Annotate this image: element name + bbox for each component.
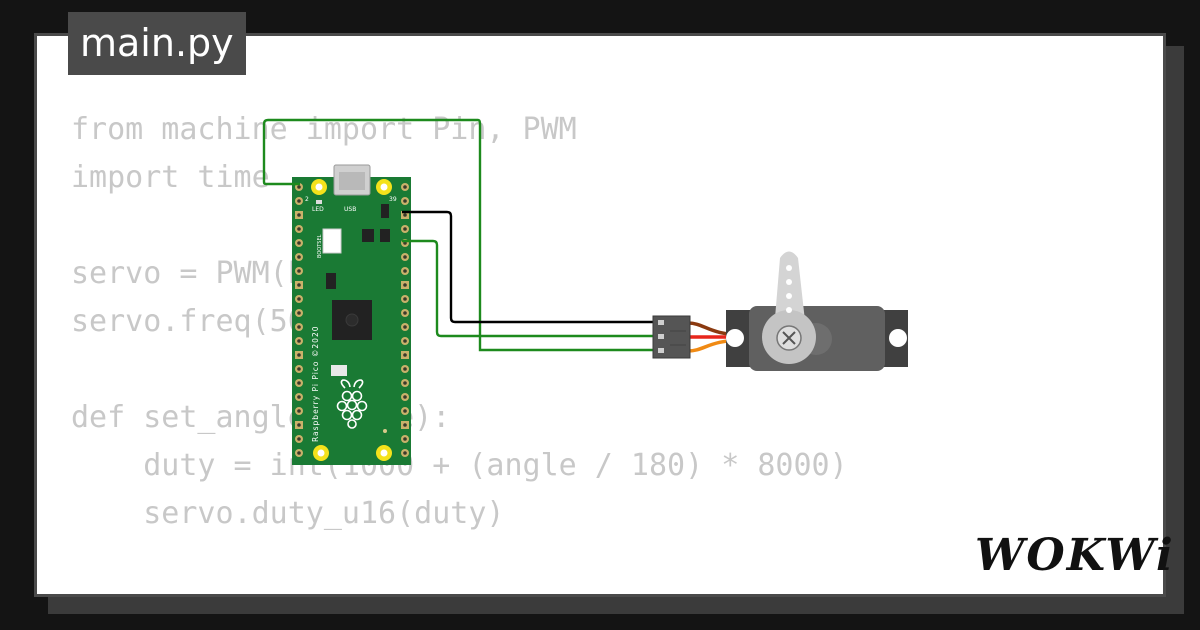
header-pin-hole bbox=[297, 311, 301, 315]
header-pin-hole bbox=[403, 227, 407, 231]
code-line-9: servo.duty_u16(duty) bbox=[71, 496, 505, 531]
code-line-1: from machine import Pin, PWM bbox=[71, 112, 577, 147]
header-pin-hole bbox=[403, 311, 407, 315]
header-pin-hole bbox=[297, 437, 301, 441]
header-pin-hole bbox=[297, 339, 301, 343]
header-pin-hole bbox=[403, 367, 407, 371]
header-pin-hole bbox=[297, 423, 301, 427]
header-pin-hole bbox=[297, 255, 301, 259]
header-pin-hole bbox=[297, 325, 301, 329]
servo-motor[interactable] bbox=[652, 251, 908, 372]
header-pin-hole bbox=[403, 213, 407, 217]
header-pin-hole bbox=[297, 297, 301, 301]
header-pin-hole bbox=[297, 199, 301, 203]
bootsel-label: BOOTSEL bbox=[317, 234, 323, 258]
header-pin-hole bbox=[403, 451, 407, 455]
header-pin-hole bbox=[403, 381, 407, 385]
pin-2-label: 2 bbox=[305, 196, 309, 203]
header-pin-hole bbox=[403, 199, 407, 203]
left-pin-header bbox=[295, 183, 303, 457]
flash-chip bbox=[331, 365, 347, 376]
raspberry-pi-pico-board[interactable]: 2 39 LED USB BOOTSEL bbox=[292, 164, 411, 465]
wokwi-logo: WOKWi bbox=[975, 530, 1175, 581]
header-pin-hole bbox=[297, 395, 301, 399]
ground-wire[interactable] bbox=[402, 210, 660, 324]
code-line-8: duty = int(1000 + (angle / 180) * 8000) bbox=[71, 448, 848, 483]
code-line-2: import time bbox=[71, 160, 270, 195]
header-pin-hole bbox=[403, 437, 407, 441]
header-pin-hole bbox=[403, 297, 407, 301]
header-pin-hole bbox=[403, 423, 407, 427]
code-line-5: servo.freq(50) bbox=[71, 304, 324, 339]
header-pin-hole bbox=[297, 353, 301, 357]
chip-component bbox=[362, 229, 374, 242]
header-pin-hole bbox=[297, 409, 301, 413]
header-pin-hole bbox=[403, 395, 407, 399]
header-pin-hole bbox=[403, 185, 407, 189]
header-pin-hole bbox=[297, 283, 301, 287]
header-pin-hole bbox=[297, 269, 301, 273]
header-pin-hole bbox=[297, 451, 301, 455]
power-wire[interactable] bbox=[402, 239, 660, 338]
chip-component bbox=[381, 204, 389, 218]
screw-icon bbox=[782, 331, 796, 345]
header-pin-hole bbox=[297, 241, 301, 245]
usb-label: USB bbox=[344, 206, 356, 213]
chip-component bbox=[380, 229, 390, 242]
raspberry-pi-logo-icon bbox=[336, 379, 368, 429]
mounting-hole-icon bbox=[889, 329, 907, 347]
code-card: from machine import Pin, PWM import time s… bbox=[34, 33, 1166, 597]
file-tab[interactable]: main.py bbox=[68, 12, 246, 75]
header-pin-hole bbox=[297, 367, 301, 371]
led-icon bbox=[316, 200, 322, 204]
right-pin-header bbox=[401, 183, 409, 457]
header-pin-hole bbox=[403, 409, 407, 413]
header-pin-hole bbox=[403, 339, 407, 343]
pin-39-label: 39 bbox=[389, 196, 397, 203]
bootsel-button[interactable] bbox=[322, 228, 342, 254]
header-pin-hole bbox=[403, 353, 407, 357]
mounting-hole-icon bbox=[726, 329, 744, 347]
header-pin-hole bbox=[297, 185, 301, 189]
header-pin-hole bbox=[403, 269, 407, 273]
board-silkscreen-text: Raspberry Pi Pico ©2020 bbox=[311, 326, 320, 443]
chip-component bbox=[326, 273, 336, 289]
led-label: LED bbox=[312, 206, 324, 213]
header-pin-hole bbox=[403, 325, 407, 329]
header-pin-hole bbox=[403, 283, 407, 287]
signal-wire[interactable] bbox=[262, 118, 660, 352]
header-pin-hole bbox=[403, 255, 407, 259]
header-pin-hole bbox=[297, 213, 301, 217]
header-pin-hole bbox=[297, 227, 301, 231]
wires bbox=[262, 118, 660, 352]
header-pin-hole bbox=[297, 381, 301, 385]
